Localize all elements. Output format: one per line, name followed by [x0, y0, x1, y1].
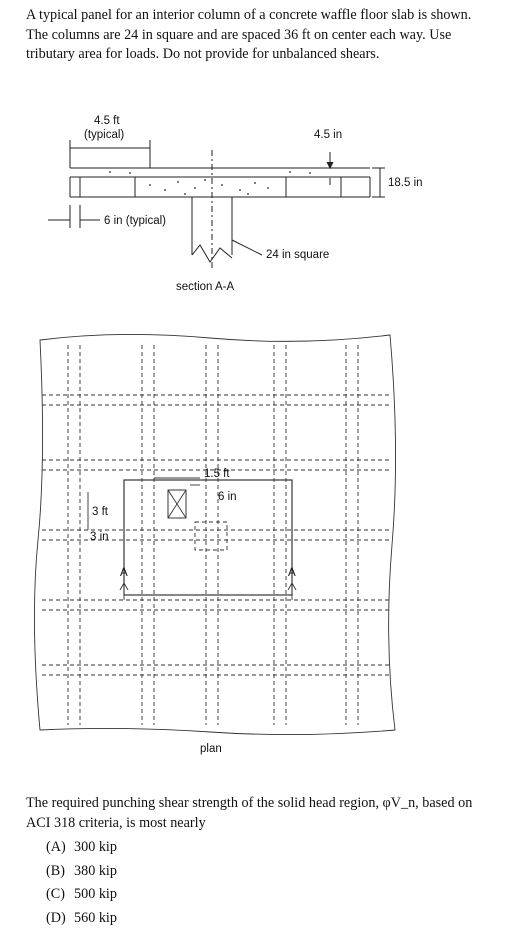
cut-marker-left: A: [120, 567, 128, 579]
option-b[interactable]: (B)380 kip: [46, 862, 117, 879]
problem-statement: A typical panel for an interior column o…: [26, 7, 472, 62]
option-c[interactable]: (C)500 kip: [46, 886, 117, 902]
dim-4-5in: 4.5 in: [314, 129, 342, 141]
dim-6in-typical: 6 in (typical): [104, 215, 166, 227]
dim-plan-6in: 6 in: [218, 491, 237, 503]
answer-options: (A)300 kip (B)380 kip (C)500 kip (D)560 …: [46, 836, 117, 930]
question-text: The required punching shear strength of …: [26, 795, 473, 831]
dim-3ft: 3 ft: [92, 506, 109, 518]
dim-typical: (typical): [84, 129, 124, 141]
section-caption: section A-A: [176, 281, 234, 293]
section-view: [48, 140, 385, 270]
plan-caption: plan: [200, 743, 222, 755]
dim-3in: 3 in: [90, 531, 109, 543]
dim-4-5ft: 4.5 ft: [94, 115, 120, 127]
dim-1-5ft: 1.5 ft: [204, 468, 230, 480]
option-a[interactable]: (A)300 kip: [46, 839, 117, 855]
plan-view: [33, 333, 396, 736]
dim-24in-square: 24 in square: [266, 249, 329, 261]
option-d[interactable]: (D)560 kip: [46, 909, 117, 926]
dim-18-5in: 18.5 in: [388, 177, 423, 189]
cut-marker-right: A: [288, 567, 296, 579]
